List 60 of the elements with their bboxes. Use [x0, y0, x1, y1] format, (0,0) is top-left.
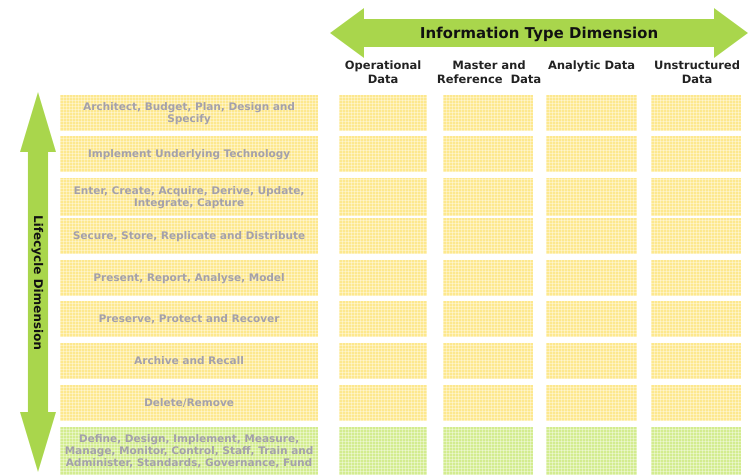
matrix-cell: [546, 343, 637, 379]
matrix-cell: [339, 218, 427, 254]
row-label: Enter, Create, Acquire, Derive, Update, Integrate, Capture: [72, 184, 306, 210]
matrix-cell: [651, 343, 741, 379]
matrix-cell: [546, 218, 637, 254]
matrix-cell: [339, 343, 427, 379]
matrix-cell: [443, 178, 533, 216]
row-label: Architect, Budget, Plan, Design and Specify: [82, 100, 296, 126]
matrix-cell: [443, 301, 533, 337]
matrix-cell: [546, 301, 637, 337]
dimension-label: Information Type Dimension: [420, 24, 658, 42]
lifecycle-row-box: [60, 136, 318, 172]
row-label: Implement Underlying Technology: [86, 148, 292, 160]
matrix-cell: [339, 95, 427, 131]
matrix-cell: [443, 218, 533, 254]
matrix-cell: [339, 385, 427, 421]
matrix-cell: [651, 136, 741, 172]
row-label: Delete/Remove: [143, 396, 235, 410]
matrix-cell: [651, 95, 741, 131]
matrix-cell: [546, 178, 637, 216]
matrix-cell: [651, 178, 741, 216]
row-label: Define, Design, Implement, Measure, Manage, Monitor, Control, Staff, Train and Administer, Standards, Governance, Fund: [64, 432, 314, 470]
row-label: Preserve, Protect and Recover: [98, 312, 280, 326]
matrix-cell: [339, 427, 427, 475]
matrix-cell: [443, 260, 533, 296]
matrix-cell: [651, 260, 741, 296]
column-header: Unstructured Data: [653, 59, 741, 87]
lifecycle-row-box: [60, 260, 318, 296]
matrix-cell: [339, 178, 427, 216]
matrix-cell: [546, 427, 637, 475]
lifecycle-row-box: [60, 301, 318, 337]
matrix-cell: [443, 136, 533, 172]
matrix-cell: [443, 95, 533, 131]
matrix-cell: [651, 427, 741, 475]
lifecycle-row-box: [60, 343, 318, 379]
column-header: Analytic Data: [546, 59, 636, 73]
row-label: Archive and Recall: [133, 354, 245, 368]
matrix-cell: [339, 260, 427, 296]
matrix-cell: [546, 385, 637, 421]
matrix-cell: [339, 301, 427, 337]
lifecycle-row-box: [60, 95, 318, 131]
matrix-cell: [651, 301, 741, 337]
matrix-cell: [443, 385, 533, 421]
matrix-cell: [443, 343, 533, 379]
matrix-cell: [546, 260, 637, 296]
column-header: Operational Data: [344, 59, 422, 87]
matrix-cell: [651, 385, 741, 421]
matrix-cell: [339, 136, 427, 172]
dimension-label: Lifecycle Dimension: [31, 214, 45, 350]
lifecycle-row-box: [60, 385, 318, 421]
matrix-cell: [546, 136, 637, 172]
lifecycle-row-box: [60, 178, 318, 216]
lifecycle-row-box: [60, 427, 318, 475]
lifecycle-row-box: [60, 218, 318, 254]
row-label: Present, Report, Analyse, Model: [92, 272, 286, 284]
matrix-cell: [546, 95, 637, 131]
row-label: Secure, Store, Replicate and Distribute: [72, 230, 306, 242]
matrix-cell: [651, 218, 741, 254]
matrix-cell: [443, 427, 533, 475]
column-header: Master and Reference Data: [436, 59, 542, 87]
